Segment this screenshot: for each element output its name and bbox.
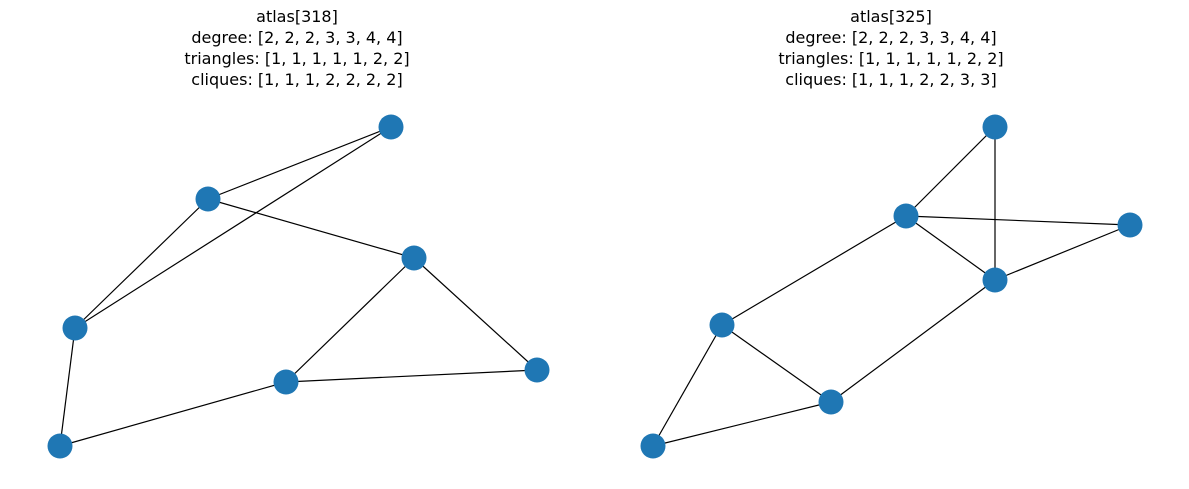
cliques-label: cliques: [1, 1, 1, 2, 2, 2, 2] — [191, 70, 403, 89]
graph-title: atlas[318] — [256, 7, 338, 26]
graph-node — [982, 114, 1008, 140]
graph-node — [62, 315, 88, 341]
graph-canvas — [47, 114, 550, 459]
graph-node — [893, 203, 919, 229]
graph-edge — [652, 401, 832, 447]
graph-edge — [994, 224, 1131, 281]
graph-edge — [59, 327, 76, 447]
graph-panel-atlas-325: atlas[325] degree: [2, 2, 2, 3, 3, 4, 4]… — [594, 0, 1188, 489]
graph-edge — [207, 198, 415, 259]
graph-edge — [74, 126, 392, 329]
graph-edge — [721, 324, 832, 403]
cliques-label: cliques: [1, 1, 1, 2, 2, 3, 3] — [785, 70, 997, 89]
graph-node — [47, 433, 73, 459]
graph-node — [982, 267, 1008, 293]
degree-label: degree: [2, 2, 2, 3, 3, 4, 4] — [785, 28, 997, 47]
graph-title: atlas[325] — [850, 7, 932, 26]
graph-edge — [285, 257, 415, 383]
degree-label: degree: [2, 2, 2, 3, 3, 4, 4] — [191, 28, 403, 47]
graph-title-block: atlas[318] degree: [2, 2, 2, 3, 3, 4, 4]… — [0, 6, 594, 90]
graph-edge — [905, 215, 1131, 226]
graph-canvas — [640, 114, 1143, 459]
graph-edge — [905, 126, 996, 217]
graph-node — [709, 312, 735, 338]
graph-node — [378, 114, 404, 140]
graph-node — [640, 433, 666, 459]
graph-edge — [830, 279, 996, 403]
graph-edge — [74, 198, 209, 329]
graph-node — [524, 357, 550, 383]
graph-node — [401, 245, 427, 271]
graph-edge — [413, 257, 538, 371]
graph-node — [273, 369, 299, 395]
graph-title-block: atlas[325] degree: [2, 2, 2, 3, 3, 4, 4]… — [594, 6, 1188, 90]
graph-edge — [59, 381, 287, 447]
graph-panel-atlas-318: atlas[318] degree: [2, 2, 2, 3, 3, 4, 4]… — [0, 0, 594, 489]
graph-edge — [285, 369, 538, 383]
graph-edge — [652, 324, 723, 447]
triangles-label: triangles: [1, 1, 1, 1, 1, 2, 2] — [184, 49, 410, 68]
triangles-label: triangles: [1, 1, 1, 1, 1, 2, 2] — [778, 49, 1004, 68]
graph-node — [195, 186, 221, 212]
graph-node — [1117, 212, 1143, 238]
graph-edge — [905, 215, 996, 281]
graph-edge — [207, 126, 392, 200]
graph-node — [818, 389, 844, 415]
graph-edge — [721, 215, 907, 326]
